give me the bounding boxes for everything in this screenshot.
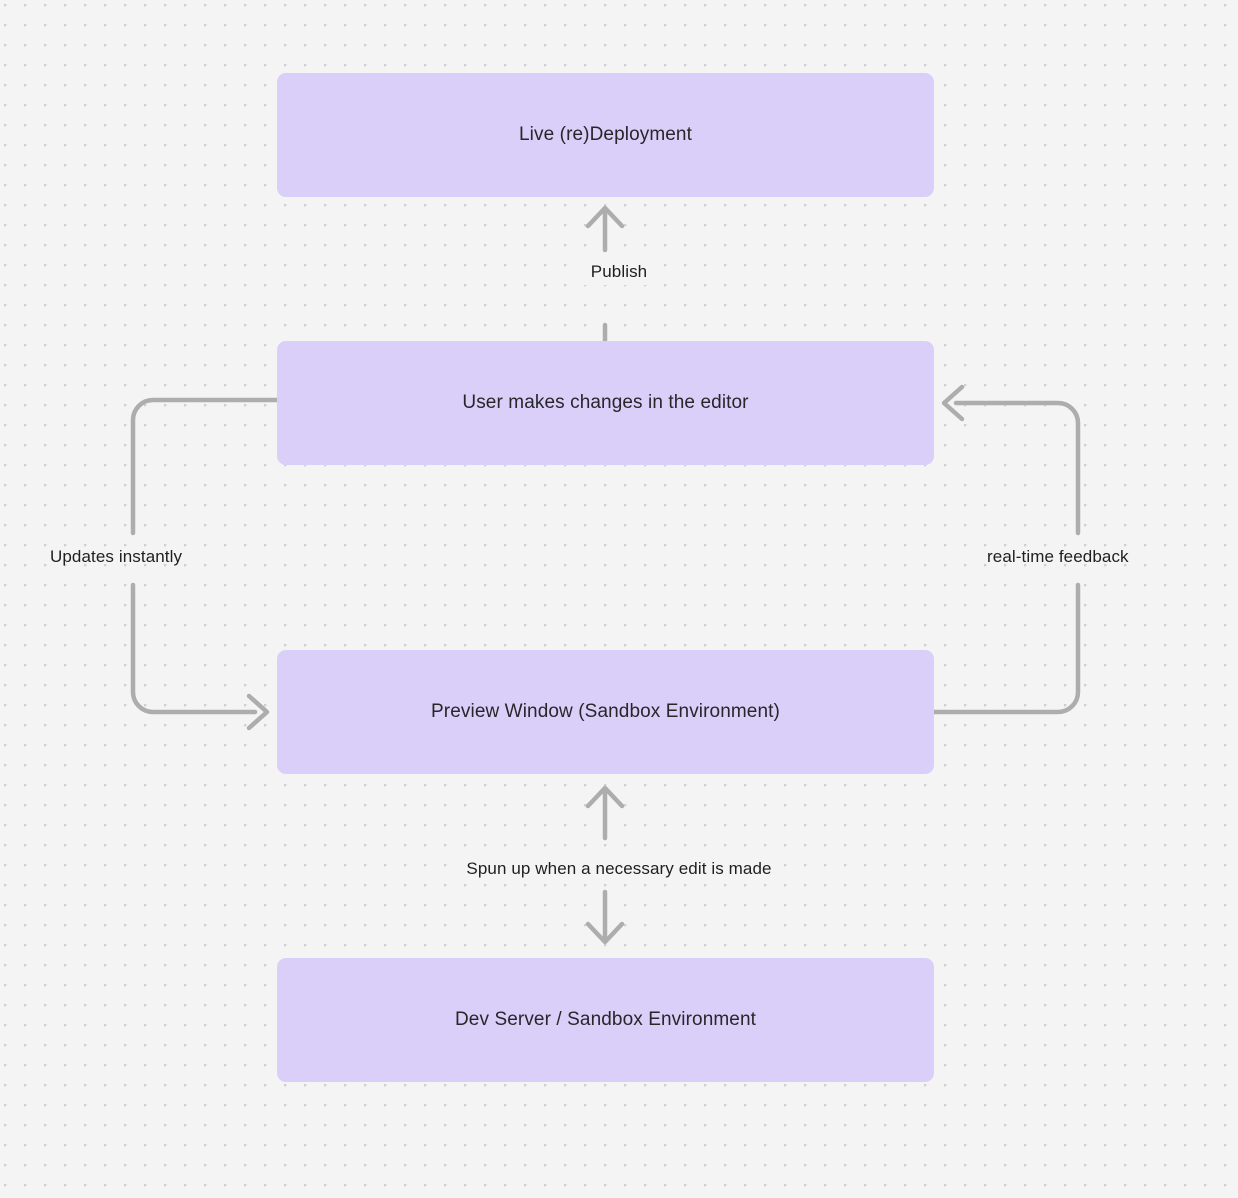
node-dev-server[interactable]: Dev Server / Sandbox Environment [277,958,934,1082]
node-user-edits[interactable]: User makes changes in the editor [277,341,934,465]
node-live-deployment[interactable]: Live (re)Deployment [277,73,934,197]
node-label: Dev Server / Sandbox Environment [454,1008,756,1030]
node-label: Live (re)Deployment [519,123,692,145]
edge-label-publish: Publish [583,259,655,286]
node-label: Preview Window (Sandbox Environment) [431,700,780,722]
node-preview-window[interactable]: Preview Window (Sandbox Environment) [277,650,934,774]
edge-label-updates-instantly: Updates instantly [50,547,183,566]
node-label: User makes changes in the editor [462,391,749,413]
edge-label-spun-up: Spun up when a necessary edit is made [459,856,779,883]
edge-label-realtime-feedback: real-time feedback [987,547,1129,566]
